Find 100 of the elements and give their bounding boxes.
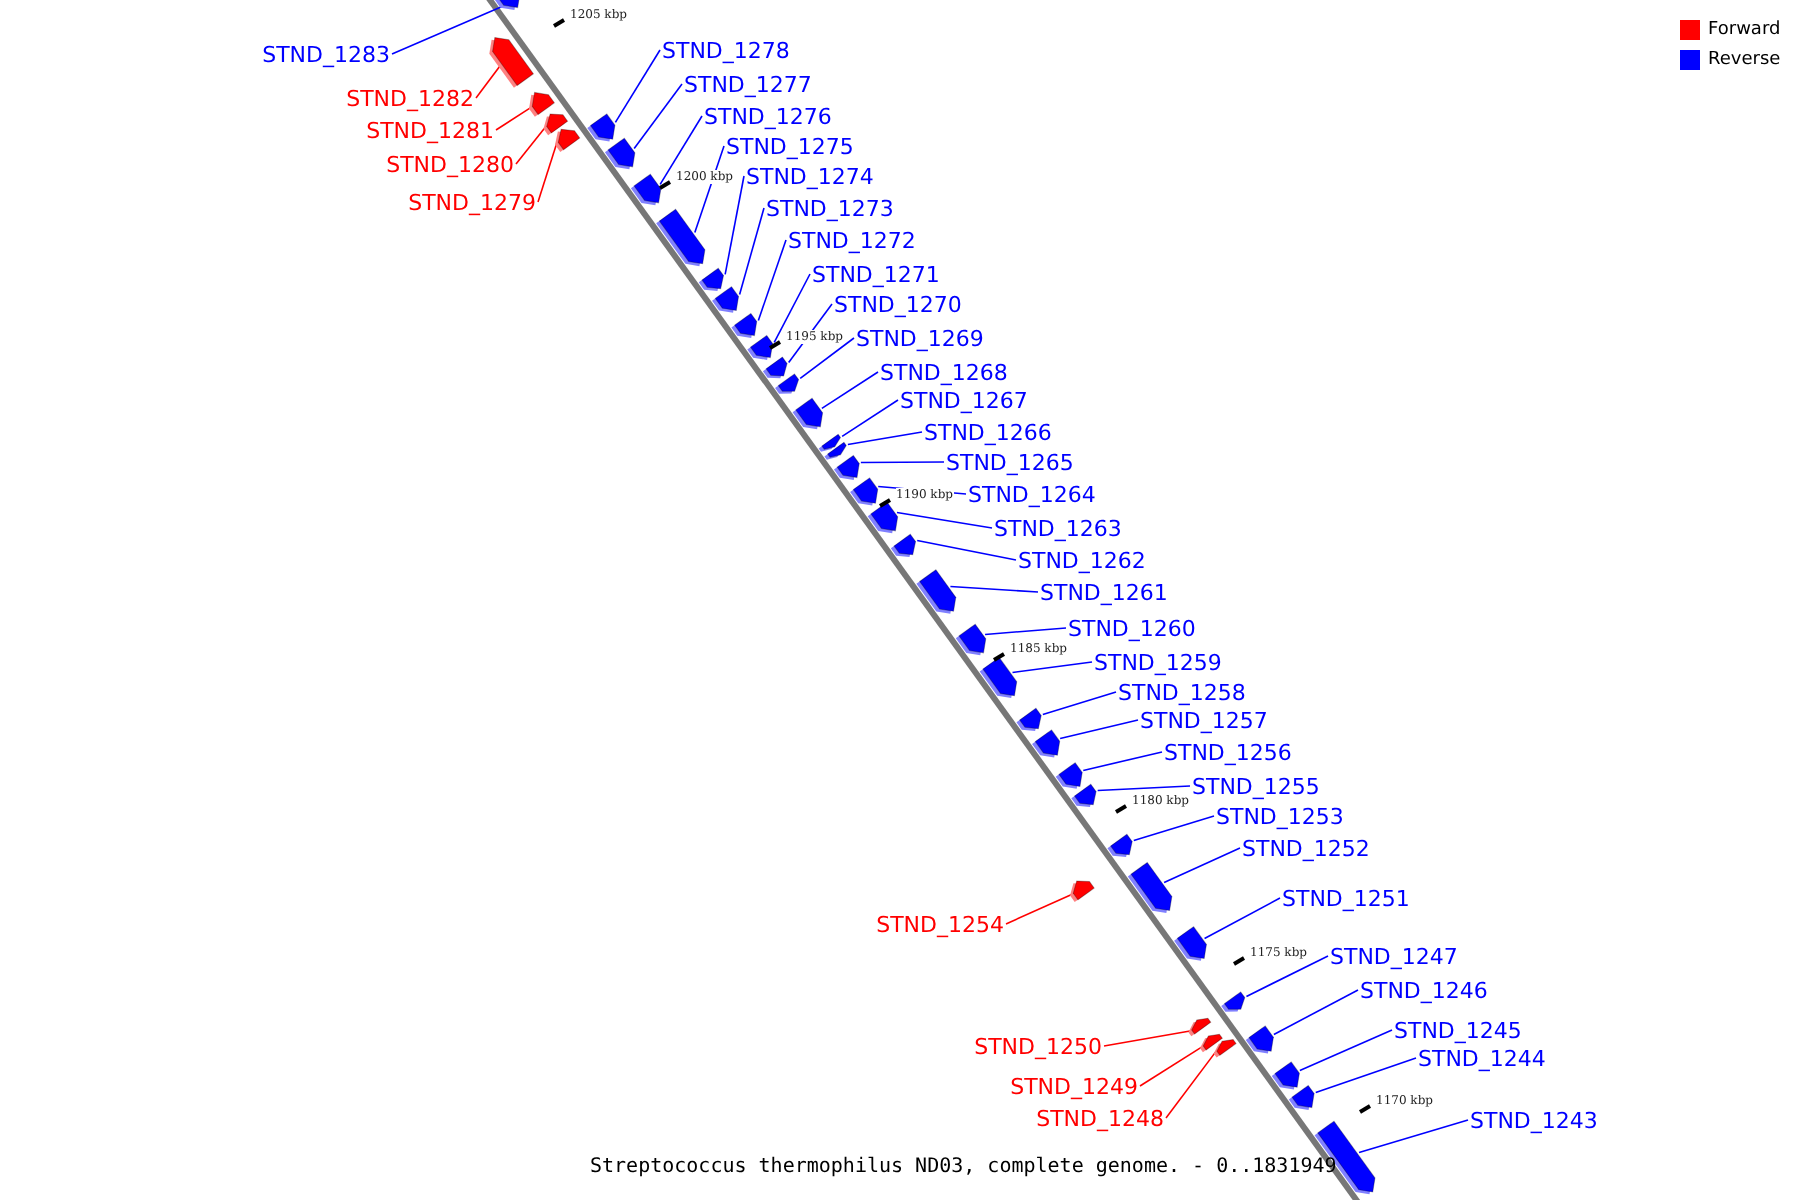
leader-line bbox=[659, 115, 703, 186]
leader-line bbox=[1042, 691, 1117, 716]
gene-label: STND_1258 bbox=[1118, 679, 1246, 705]
leader-line bbox=[1103, 1030, 1191, 1047]
gene-block bbox=[587, 113, 616, 142]
gene-label: STND_1245 bbox=[1394, 1017, 1522, 1043]
gene-block bbox=[731, 313, 758, 338]
gene-label: STND_1250 bbox=[974, 1033, 1102, 1059]
gene-label: STND_1269 bbox=[856, 325, 984, 351]
caption: Streptococcus thermophilus ND03, complete genome. - 0..1831949 bbox=[590, 1156, 1337, 1178]
leader-line bbox=[860, 461, 945, 464]
gene-block bbox=[1213, 1039, 1237, 1058]
leader-line bbox=[1163, 847, 1241, 884]
leader-line bbox=[1059, 719, 1139, 740]
gene-label: STND_1264 bbox=[968, 481, 1096, 507]
gene-label: STND_1263 bbox=[994, 515, 1122, 541]
gene-block bbox=[1271, 1061, 1300, 1090]
gene-block bbox=[604, 137, 636, 170]
gene-label: STND_1259 bbox=[1094, 649, 1222, 675]
gene-block bbox=[955, 623, 987, 656]
leader-line bbox=[614, 49, 661, 124]
gene-label: STND_1262 bbox=[1018, 547, 1146, 573]
leader-line bbox=[896, 511, 993, 529]
gene-label: STND_1268 bbox=[880, 359, 1008, 385]
gene-block bbox=[630, 173, 662, 206]
gene-label: STND_1256 bbox=[1164, 739, 1292, 765]
gene-block bbox=[489, 36, 534, 88]
gene-label: STND_1265 bbox=[946, 449, 1074, 475]
gene-label: STND_1274 bbox=[746, 163, 874, 189]
gene-block bbox=[1107, 833, 1133, 858]
gene-block bbox=[775, 373, 800, 394]
gene-label: STND_1270 bbox=[834, 291, 962, 317]
gene-label: STND_1248 bbox=[1036, 1105, 1164, 1131]
leader-line bbox=[1133, 815, 1215, 842]
leader-line bbox=[633, 83, 683, 150]
leader-line bbox=[916, 539, 1017, 561]
gene-block bbox=[1174, 926, 1207, 961]
leader-line bbox=[847, 431, 923, 446]
gene-block bbox=[1221, 991, 1246, 1012]
gene-block bbox=[712, 286, 740, 313]
gene-label: STND_1276 bbox=[704, 103, 832, 129]
leader-line bbox=[1299, 1029, 1393, 1072]
gene-block bbox=[1288, 1085, 1315, 1110]
leader-line bbox=[1011, 661, 1093, 674]
gene-block bbox=[747, 335, 774, 360]
leader-line bbox=[799, 337, 855, 380]
gene-label: STND_1277 bbox=[684, 71, 812, 97]
gene-block bbox=[1188, 1017, 1212, 1037]
gene-label: STND_1266 bbox=[924, 419, 1052, 445]
leader-line bbox=[1273, 989, 1359, 1036]
gene-label: STND_1246 bbox=[1360, 977, 1488, 1003]
gene-block bbox=[824, 441, 847, 460]
leader-line bbox=[515, 126, 546, 165]
gene-label: STND_1278 bbox=[662, 37, 790, 63]
gene-label: STND_1243 bbox=[1470, 1107, 1598, 1133]
leader-line bbox=[984, 627, 1067, 636]
leader-line bbox=[757, 239, 787, 322]
gene-label: STND_1281 bbox=[366, 117, 494, 143]
leader-line bbox=[738, 207, 765, 296]
gene-block bbox=[1127, 862, 1173, 913]
gene-block bbox=[850, 477, 879, 506]
gene-block bbox=[529, 91, 555, 117]
gene-label: STND_1283 bbox=[262, 41, 390, 67]
leader-line bbox=[495, 106, 532, 131]
legend-label: Reverse bbox=[1708, 48, 1781, 72]
gene-label: STND_1282 bbox=[346, 85, 474, 111]
gene-label: STND_1255 bbox=[1192, 773, 1320, 799]
gene-block bbox=[555, 128, 581, 153]
gene-block bbox=[762, 356, 788, 379]
leader-line bbox=[724, 175, 745, 276]
leader-line bbox=[1096, 785, 1191, 792]
gene-block bbox=[1245, 1025, 1274, 1054]
leader-line bbox=[391, 5, 503, 55]
gene-label: STND_1244 bbox=[1418, 1045, 1546, 1071]
gene-label: STND_1260 bbox=[1068, 615, 1196, 641]
gene-label: STND_1271 bbox=[812, 261, 940, 287]
gene-block bbox=[1055, 762, 1083, 789]
leader-line bbox=[773, 273, 811, 344]
gene-label: STND_1257 bbox=[1140, 707, 1268, 733]
gene-block bbox=[1032, 729, 1061, 758]
gene-block bbox=[792, 397, 824, 430]
gene-label: STND_1253 bbox=[1216, 803, 1344, 829]
leader-line bbox=[1165, 1051, 1217, 1119]
gene-block bbox=[867, 501, 899, 534]
leader-line bbox=[1082, 751, 1163, 772]
leader-line bbox=[475, 64, 502, 99]
gene-label: STND_1272 bbox=[788, 227, 916, 253]
gene-block bbox=[833, 455, 860, 480]
gene-block bbox=[1071, 783, 1097, 808]
gene-block bbox=[656, 208, 706, 267]
leader-line bbox=[1139, 1046, 1203, 1087]
gene-label: STND_1249 bbox=[1010, 1073, 1138, 1099]
leader-line bbox=[537, 142, 558, 203]
gene-label: STND_1267 bbox=[900, 387, 1028, 413]
gene-block bbox=[979, 656, 1018, 698]
leader-line bbox=[821, 371, 879, 410]
gene-block bbox=[916, 569, 957, 614]
gene-label: STND_1261 bbox=[1040, 579, 1168, 605]
gene-block bbox=[494, 0, 521, 10]
gene-label: STND_1252 bbox=[1242, 835, 1370, 861]
